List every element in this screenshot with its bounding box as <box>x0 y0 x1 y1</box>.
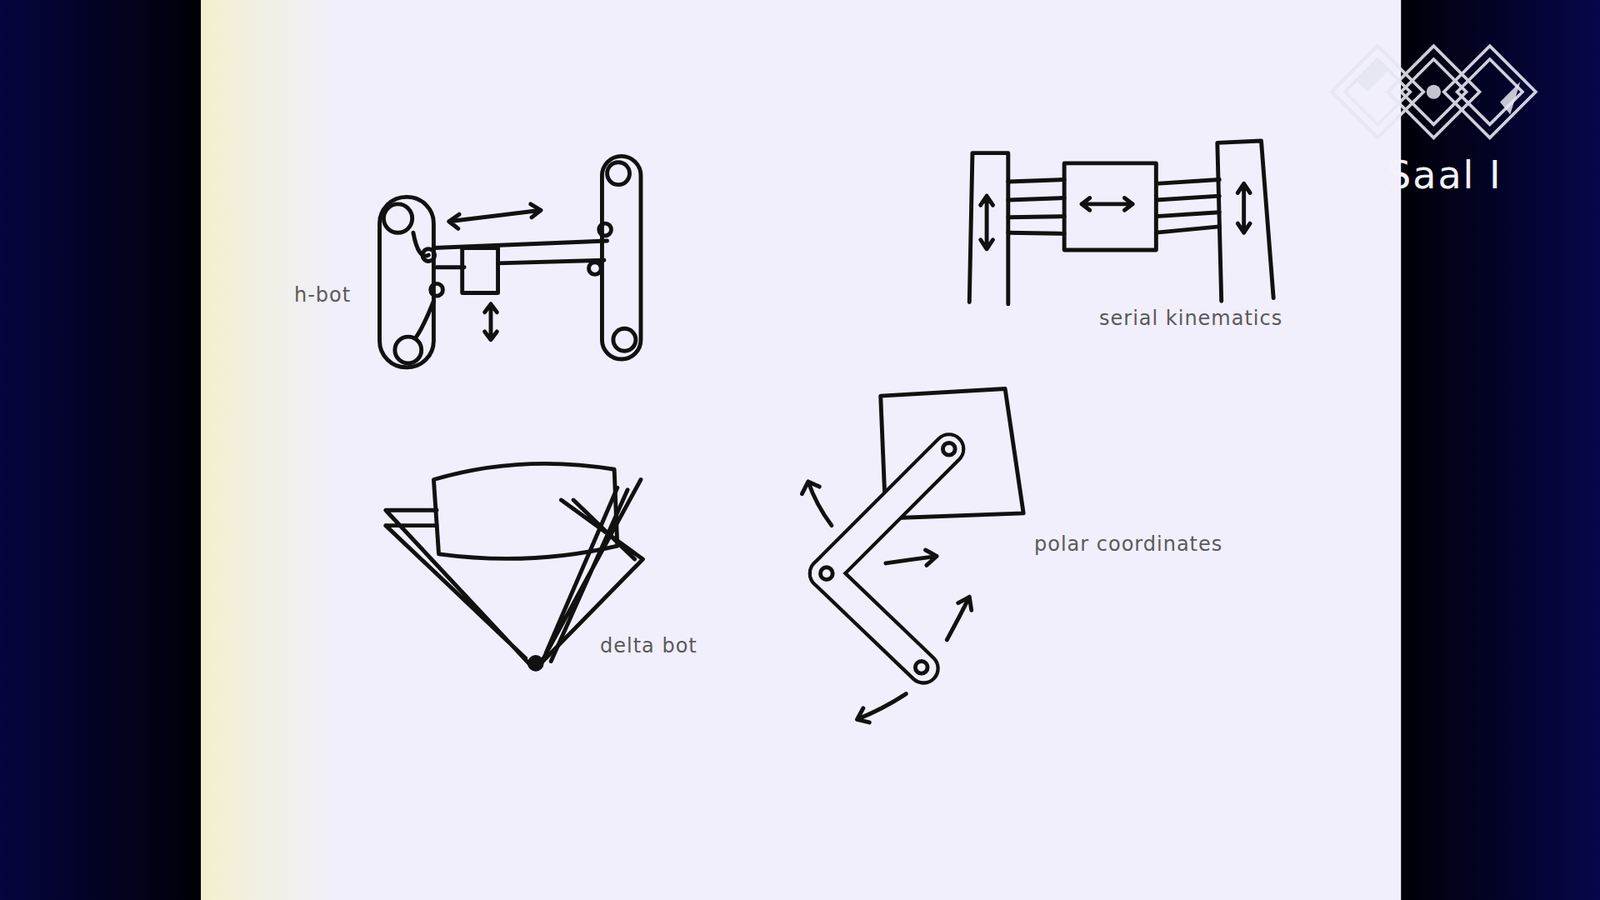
mechanism-label: serial kinematics <box>1099 306 1283 330</box>
room-watermark: Saal I <box>1386 152 1503 198</box>
mechanism-label: h-bot <box>294 283 351 307</box>
mechanism-label: polar coordinates <box>1034 532 1223 556</box>
mechanism-label: delta bot <box>600 634 698 658</box>
